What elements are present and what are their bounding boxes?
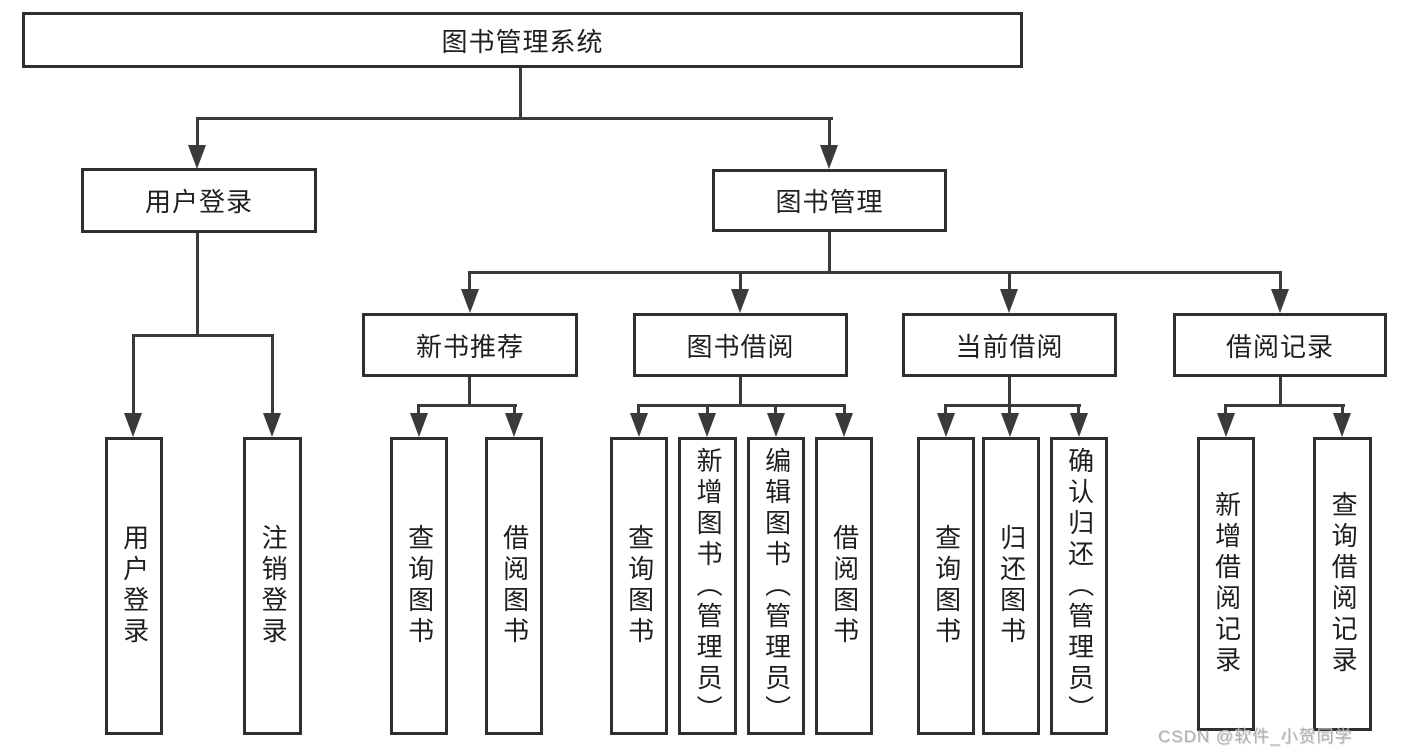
connector-line xyxy=(1224,404,1227,415)
connector-line xyxy=(637,404,846,407)
connector-line xyxy=(132,334,135,415)
node-current-borrowing: 当前借阅 xyxy=(902,313,1117,377)
arrow-down-icon xyxy=(1333,413,1351,437)
arrow-down-icon xyxy=(820,145,838,169)
connector-line xyxy=(196,117,199,148)
leaf-bb-borrow-books-label: 借阅图书 xyxy=(829,524,860,648)
leaf-bb-add-books-admin-label: 新增图书（管理员） xyxy=(693,446,724,726)
leaf-bb-add-books-admin: 新增图书（管理员） xyxy=(678,437,737,735)
connector-line xyxy=(468,271,471,291)
connector-line xyxy=(828,232,831,273)
arrow-down-icon xyxy=(731,289,749,313)
connector-line xyxy=(196,233,199,336)
leaf-bb-edit-books-admin: 编辑图书（管理员） xyxy=(747,437,805,735)
leaf-br-query-record-label: 查询借阅记录 xyxy=(1328,491,1359,677)
leaf-user-login: 用户登录 xyxy=(105,437,163,735)
arrow-down-icon xyxy=(698,413,716,437)
leaf-cb-confirm-return-admin-label: 确认归还（管理员） xyxy=(1064,446,1095,726)
connector-line xyxy=(739,377,742,406)
arrow-down-icon xyxy=(1217,413,1235,437)
arrow-down-icon xyxy=(1271,289,1289,313)
connector-line xyxy=(417,404,420,415)
leaf-cb-query-books: 查询图书 xyxy=(917,437,975,735)
connector-line xyxy=(843,404,846,415)
connector-line xyxy=(1341,404,1344,415)
connector-line xyxy=(417,404,517,407)
node-root-system: 图书管理系统 xyxy=(22,12,1023,68)
connector-line xyxy=(519,68,522,119)
connector-line xyxy=(637,404,640,415)
leaf-logout: 注销登录 xyxy=(243,437,302,735)
leaf-bb-borrow-books: 借阅图书 xyxy=(815,437,873,735)
arrow-down-icon xyxy=(1001,413,1019,437)
arrow-down-icon xyxy=(410,413,428,437)
arrow-down-icon xyxy=(188,145,206,169)
connector-line xyxy=(1077,404,1080,415)
arrow-down-icon xyxy=(461,289,479,313)
leaf-cb-return-books-label: 归还图书 xyxy=(996,524,1027,648)
connector-line xyxy=(706,404,709,415)
connector-line xyxy=(1008,271,1011,291)
arrow-down-icon xyxy=(835,413,853,437)
connector-line xyxy=(828,117,831,148)
node-new-book-recommend: 新书推荐 xyxy=(362,313,578,377)
node-book-borrowing: 图书借阅 xyxy=(633,313,848,377)
connector-line xyxy=(944,404,947,415)
leaf-cb-return-books: 归还图书 xyxy=(982,437,1040,735)
connector-line xyxy=(468,271,1282,274)
node-user-login: 用户登录 xyxy=(81,168,317,233)
arrow-down-icon xyxy=(1070,413,1088,437)
connector-line xyxy=(271,334,274,415)
connector-line xyxy=(1008,377,1011,406)
leaf-nbr-query-books-label: 查询图书 xyxy=(404,524,435,648)
leaf-bb-edit-books-admin-label: 编辑图书（管理员） xyxy=(761,446,792,726)
connector-line xyxy=(1008,404,1011,415)
connector-line xyxy=(1224,404,1345,407)
leaf-cb-confirm-return-admin: 确认归还（管理员） xyxy=(1050,437,1108,735)
csdn-watermark: CSDN @软件_小贺同学 xyxy=(1158,727,1353,746)
connector-line xyxy=(739,271,742,291)
arrow-down-icon xyxy=(263,413,281,437)
leaf-logout-label: 注销登录 xyxy=(258,524,289,648)
connector-line xyxy=(1279,377,1282,406)
leaf-bb-query-books-label: 查询图书 xyxy=(624,524,655,648)
connector-line xyxy=(132,334,274,337)
connector-line xyxy=(944,404,1081,407)
leaf-br-query-record: 查询借阅记录 xyxy=(1313,437,1372,731)
leaf-br-add-record: 新增借阅记录 xyxy=(1197,437,1255,731)
arrow-down-icon xyxy=(505,413,523,437)
node-borrowing-records: 借阅记录 xyxy=(1173,313,1387,377)
leaf-cb-query-books-label: 查询图书 xyxy=(931,524,962,648)
node-book-management: 图书管理 xyxy=(712,169,947,232)
leaf-nbr-borrow-books-label: 借阅图书 xyxy=(499,524,530,648)
connector-line xyxy=(513,404,516,415)
connector-line xyxy=(1279,271,1282,291)
connector-line xyxy=(468,377,471,406)
leaf-nbr-query-books: 查询图书 xyxy=(390,437,448,735)
arrow-down-icon xyxy=(124,413,142,437)
leaf-bb-query-books: 查询图书 xyxy=(610,437,668,735)
connector-line xyxy=(774,404,777,415)
arrow-down-icon xyxy=(1000,289,1018,313)
leaf-br-add-record-label: 新增借阅记录 xyxy=(1211,491,1242,677)
arrow-down-icon xyxy=(767,413,785,437)
connector-line xyxy=(196,117,833,120)
arrow-down-icon xyxy=(630,413,648,437)
leaf-nbr-borrow-books: 借阅图书 xyxy=(485,437,543,735)
leaf-user-login-label: 用户登录 xyxy=(119,524,150,648)
arrow-down-icon xyxy=(937,413,955,437)
